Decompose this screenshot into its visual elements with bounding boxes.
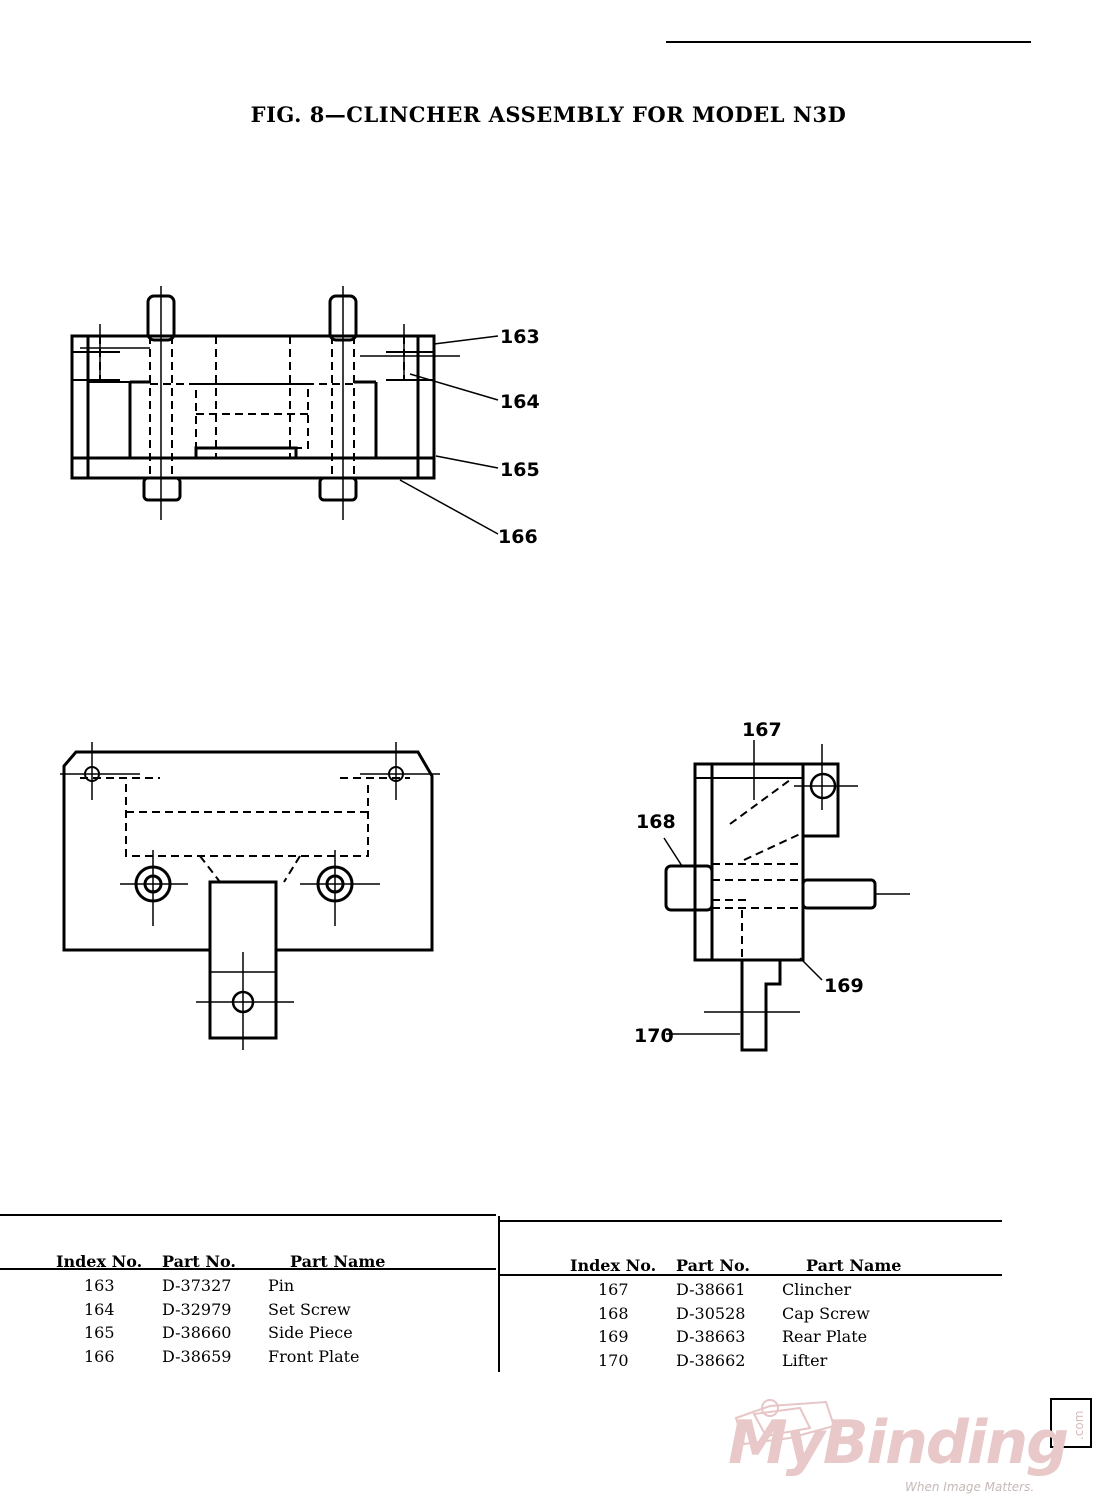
top-view	[70, 286, 499, 535]
callout-163: 163	[500, 326, 540, 348]
side-piece-body	[70, 334, 436, 480]
watermark-brand: MyBinding	[728, 1408, 1069, 1478]
header-part-name: Part Name	[290, 1252, 386, 1271]
table-row: 164 D-32979 Set Screw	[84, 1299, 351, 1319]
header-index-no: Index No.	[56, 1252, 143, 1271]
table-row: 165 D-38660 Side Piece	[84, 1323, 353, 1342]
callout-165: 165	[500, 459, 540, 481]
table-row: 170 D-38662 Lifter	[598, 1350, 828, 1370]
callout-169: 169	[824, 975, 864, 997]
watermark-tagline: When Image Matters.	[905, 1480, 1035, 1494]
header-part-name: Part Name	[806, 1256, 902, 1275]
callout-168: 168	[636, 811, 676, 833]
front-view	[60, 742, 440, 1050]
page-number-box	[1050, 1398, 1092, 1448]
callout-170: 170	[634, 1025, 674, 1047]
callout-166: 166	[498, 526, 538, 548]
header-part-no: Part No.	[162, 1252, 236, 1271]
lifter-170-side	[740, 960, 782, 1052]
cap-screw-168	[664, 864, 714, 912]
header-part-no: Part No.	[676, 1256, 750, 1275]
mybinding-logo-icon	[734, 1399, 836, 1446]
parts-table: Index No. Part No. Part Name 163 D-37327…	[0, 1212, 1010, 1372]
clincher-assembly-drawing: 163 164 165 166 167 168 169 170	[60, 286, 910, 1052]
rear-plate-169	[693, 762, 805, 962]
front-plate-166	[62, 750, 434, 952]
callout-164: 164	[500, 391, 540, 413]
header-index-no: Index No.	[570, 1256, 657, 1275]
figure-title: FIG. 8—CLINCHER ASSEMBLY FOR MODEL N3D	[250, 102, 847, 127]
callout-167: 167	[742, 719, 782, 741]
side-view	[663, 740, 910, 1052]
table-row: 168 D-30528 Cap Screw	[598, 1303, 870, 1323]
parts-table-left: Index No. Part No. Part Name 163 D-37327…	[0, 1252, 496, 1370]
table-row: 169 D-38663 Rear Plate	[598, 1327, 868, 1346]
watermark-suffix: .com	[1072, 1410, 1086, 1440]
table-row: 166 D-38659 Front Plate	[84, 1346, 360, 1366]
parts-table-right: Index No. Part No. Part Name 167 D-38661…	[500, 1256, 1002, 1374]
table-row: 163 D-37327 Pin	[84, 1276, 295, 1295]
table-row: 167 D-38661 Clincher	[598, 1280, 852, 1299]
header-rule	[666, 41, 1031, 43]
